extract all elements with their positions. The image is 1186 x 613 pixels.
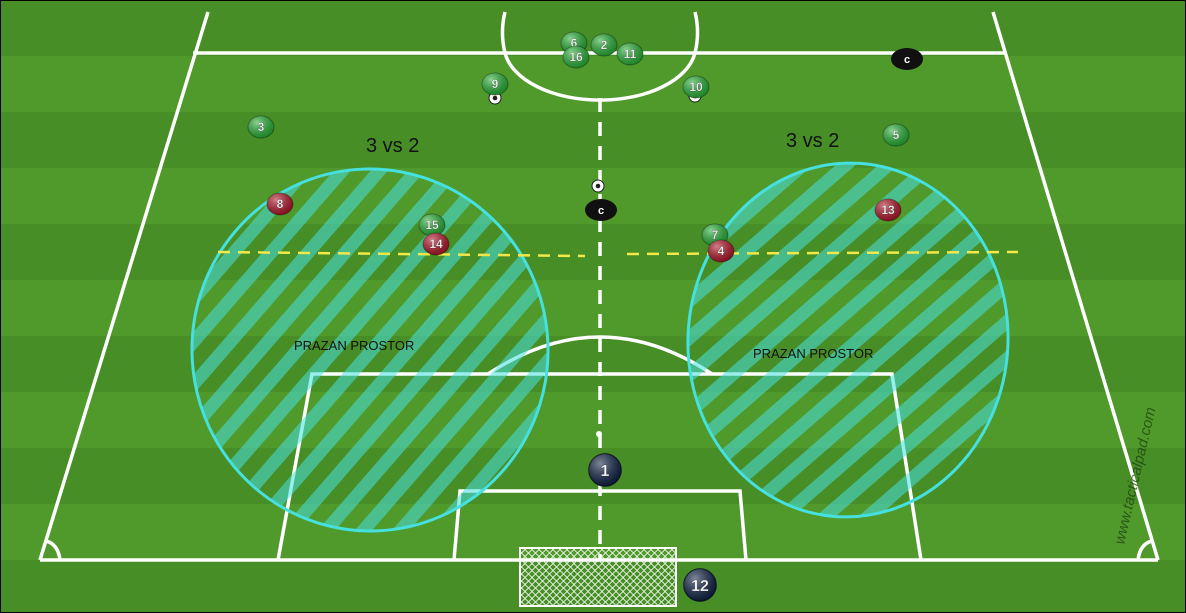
svg-text:10: 10 (689, 80, 703, 94)
svg-text:1: 1 (601, 463, 610, 480)
svg-text:15: 15 (425, 218, 439, 232)
right-zone-label: PRAZAN PROSTOR (753, 346, 873, 361)
svg-text:2: 2 (601, 38, 608, 52)
goal (520, 548, 676, 606)
svg-text:11: 11 (624, 47, 637, 61)
svg-text:4: 4 (718, 244, 725, 258)
svg-text:8: 8 (277, 197, 284, 211)
green-player-11: 11 (617, 43, 643, 65)
svg-text:5: 5 (893, 128, 900, 142)
left-title: 3 vs 2 (366, 135, 419, 157)
svg-text:13: 13 (881, 203, 895, 217)
svg-text:16: 16 (569, 50, 583, 64)
goalkeeper-player-12: 12 (684, 569, 716, 601)
green-player-15: 15 (419, 214, 445, 236)
red-player-4: 4 (708, 240, 734, 262)
green-player-16: 16 (563, 46, 589, 68)
svg-text:c: c (904, 54, 910, 66)
svg-text:3: 3 (258, 120, 265, 134)
penalty-spot (596, 431, 602, 437)
red-player-8: 8 (267, 193, 293, 215)
left-zone-label: PRAZAN PROSTOR (294, 338, 414, 353)
svg-text:12: 12 (691, 578, 709, 595)
cone-marker: c (891, 48, 923, 70)
svg-text:c: c (598, 205, 604, 217)
right-title: 3 vs 2 (786, 130, 839, 152)
svg-text:9: 9 (492, 77, 499, 91)
green-player-9: 9 (482, 73, 508, 95)
cone-marker: c (585, 199, 617, 221)
goalkeeper-player-1: 1 (589, 454, 621, 486)
green-player-5: 5 (883, 124, 909, 146)
green-player-10: 10 (683, 76, 709, 98)
green-player-2: 2 (591, 34, 617, 56)
svg-text:14: 14 (429, 237, 443, 251)
red-player-13: 13 (875, 199, 901, 221)
ball-icon (592, 180, 604, 192)
red-player-14: 14 (423, 233, 449, 255)
green-player-3: 3 (248, 116, 274, 138)
